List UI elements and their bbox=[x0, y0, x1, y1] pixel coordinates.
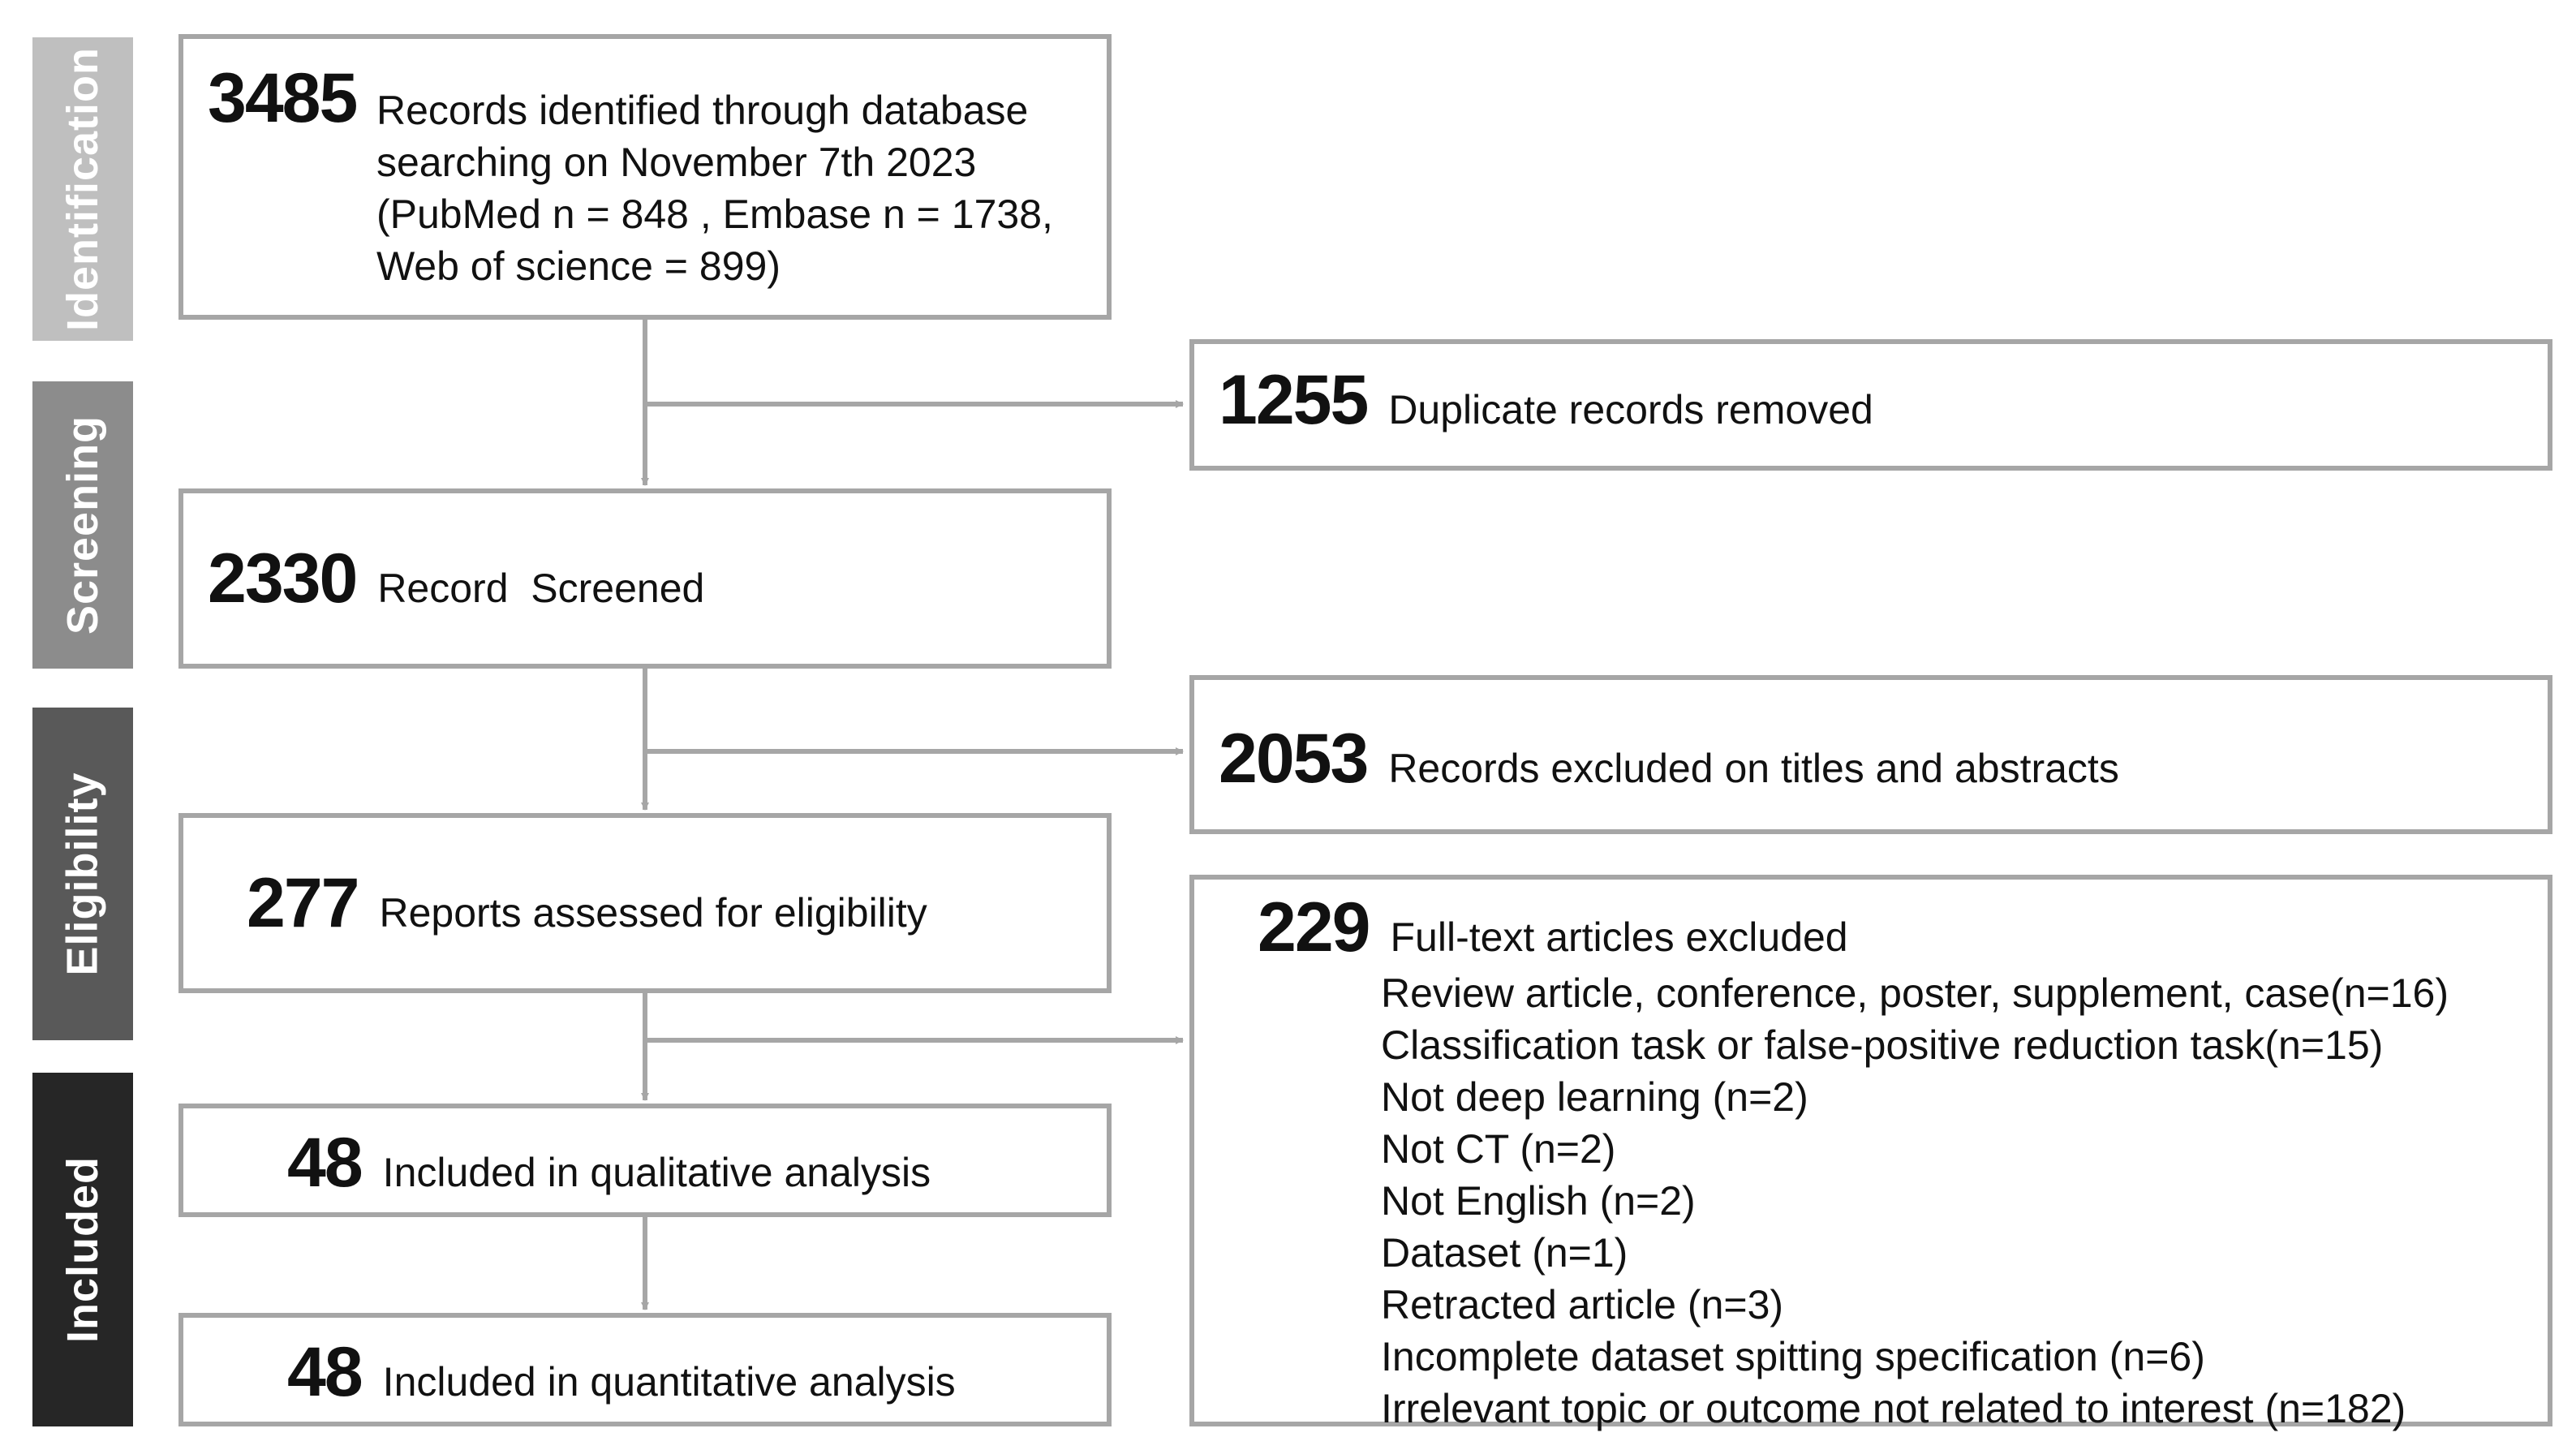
exclusion-reason: Incomplete dataset spitting specificatio… bbox=[1381, 1334, 2205, 1379]
identified-line: (PubMed n = 848 , Embase n = 1738, bbox=[376, 191, 1053, 237]
stage-label: Eligibility bbox=[58, 772, 107, 976]
stage-identification: Identification bbox=[32, 37, 133, 341]
duplicates-count: 1255 bbox=[1219, 361, 1369, 439]
assessed-label: Reports assessed for eligibility bbox=[379, 890, 927, 936]
stage-eligibility: Eligibility bbox=[32, 708, 133, 1040]
box-quantitative: 48 Included in quantitative analysis bbox=[178, 1313, 1112, 1426]
full-text-count: 229 bbox=[1258, 889, 1370, 966]
qualitative-label: Included in qualitative analysis bbox=[382, 1150, 931, 1195]
titles-abstracts-count: 2053 bbox=[1219, 720, 1369, 798]
identified-line: Records identified through database bbox=[376, 88, 1029, 133]
duplicates-label: Duplicate records removed bbox=[1388, 387, 1873, 432]
stage-label: Screening bbox=[58, 415, 107, 635]
exclusion-reason: Not English (n=2) bbox=[1381, 1178, 1696, 1224]
box-qualitative: 48 Included in qualitative analysis bbox=[178, 1104, 1112, 1217]
identified-text: Records identified through database sear… bbox=[376, 84, 1053, 292]
exclusion-reasons-list: Review article, conference, poster, supp… bbox=[1381, 967, 2449, 1435]
exclusion-reason: Retracted article (n=3) bbox=[1381, 1282, 1784, 1327]
exclusion-reason: Not deep learning (n=2) bbox=[1381, 1074, 1808, 1120]
box-titles-abstracts-excluded: 2053 Records excluded on titles and abst… bbox=[1189, 675, 2552, 834]
assessed-count: 277 bbox=[247, 864, 359, 942]
full-text-label: Full-text articles excluded bbox=[1390, 914, 1848, 960]
box-identified: 3485 Records identified through database… bbox=[178, 34, 1112, 320]
qualitative-count: 48 bbox=[287, 1124, 363, 1202]
identified-line: searching on November 7th 2023 bbox=[376, 140, 977, 185]
exclusion-reason: Not CT (n=2) bbox=[1381, 1126, 1616, 1172]
identified-line: Web of science = 899) bbox=[376, 243, 781, 289]
titles-abstracts-label: Records excluded on titles and abstracts bbox=[1388, 746, 2119, 791]
box-full-text-excluded: 229 Full-text articles excluded Review a… bbox=[1189, 875, 2552, 1431]
stage-label: Included bbox=[58, 1155, 108, 1344]
stage-screening: Screening bbox=[32, 381, 133, 669]
box-duplicates-removed: 1255 Duplicate records removed bbox=[1189, 339, 2552, 471]
stage-included: Included bbox=[32, 1073, 133, 1426]
exclusion-reason: Dataset (n=1) bbox=[1381, 1230, 1628, 1276]
exclusion-reason: Irrelevant topic or outcome not related … bbox=[1381, 1386, 2406, 1431]
screened-label: Record Screened bbox=[377, 566, 705, 611]
exclusion-reason: Classification task or false-positive re… bbox=[1381, 1022, 2384, 1068]
stage-label: Identification bbox=[58, 47, 107, 331]
box-screened: 2330 Record Screened bbox=[178, 488, 1112, 669]
identified-count: 3485 bbox=[208, 59, 358, 137]
box-assessed: 277 Reports assessed for eligibility bbox=[178, 813, 1112, 993]
quantitative-count: 48 bbox=[287, 1333, 363, 1411]
quantitative-label: Included in quantitative analysis bbox=[382, 1359, 956, 1405]
screened-count: 2330 bbox=[208, 540, 358, 617]
exclusion-reason: Review article, conference, poster, supp… bbox=[1381, 970, 2449, 1016]
